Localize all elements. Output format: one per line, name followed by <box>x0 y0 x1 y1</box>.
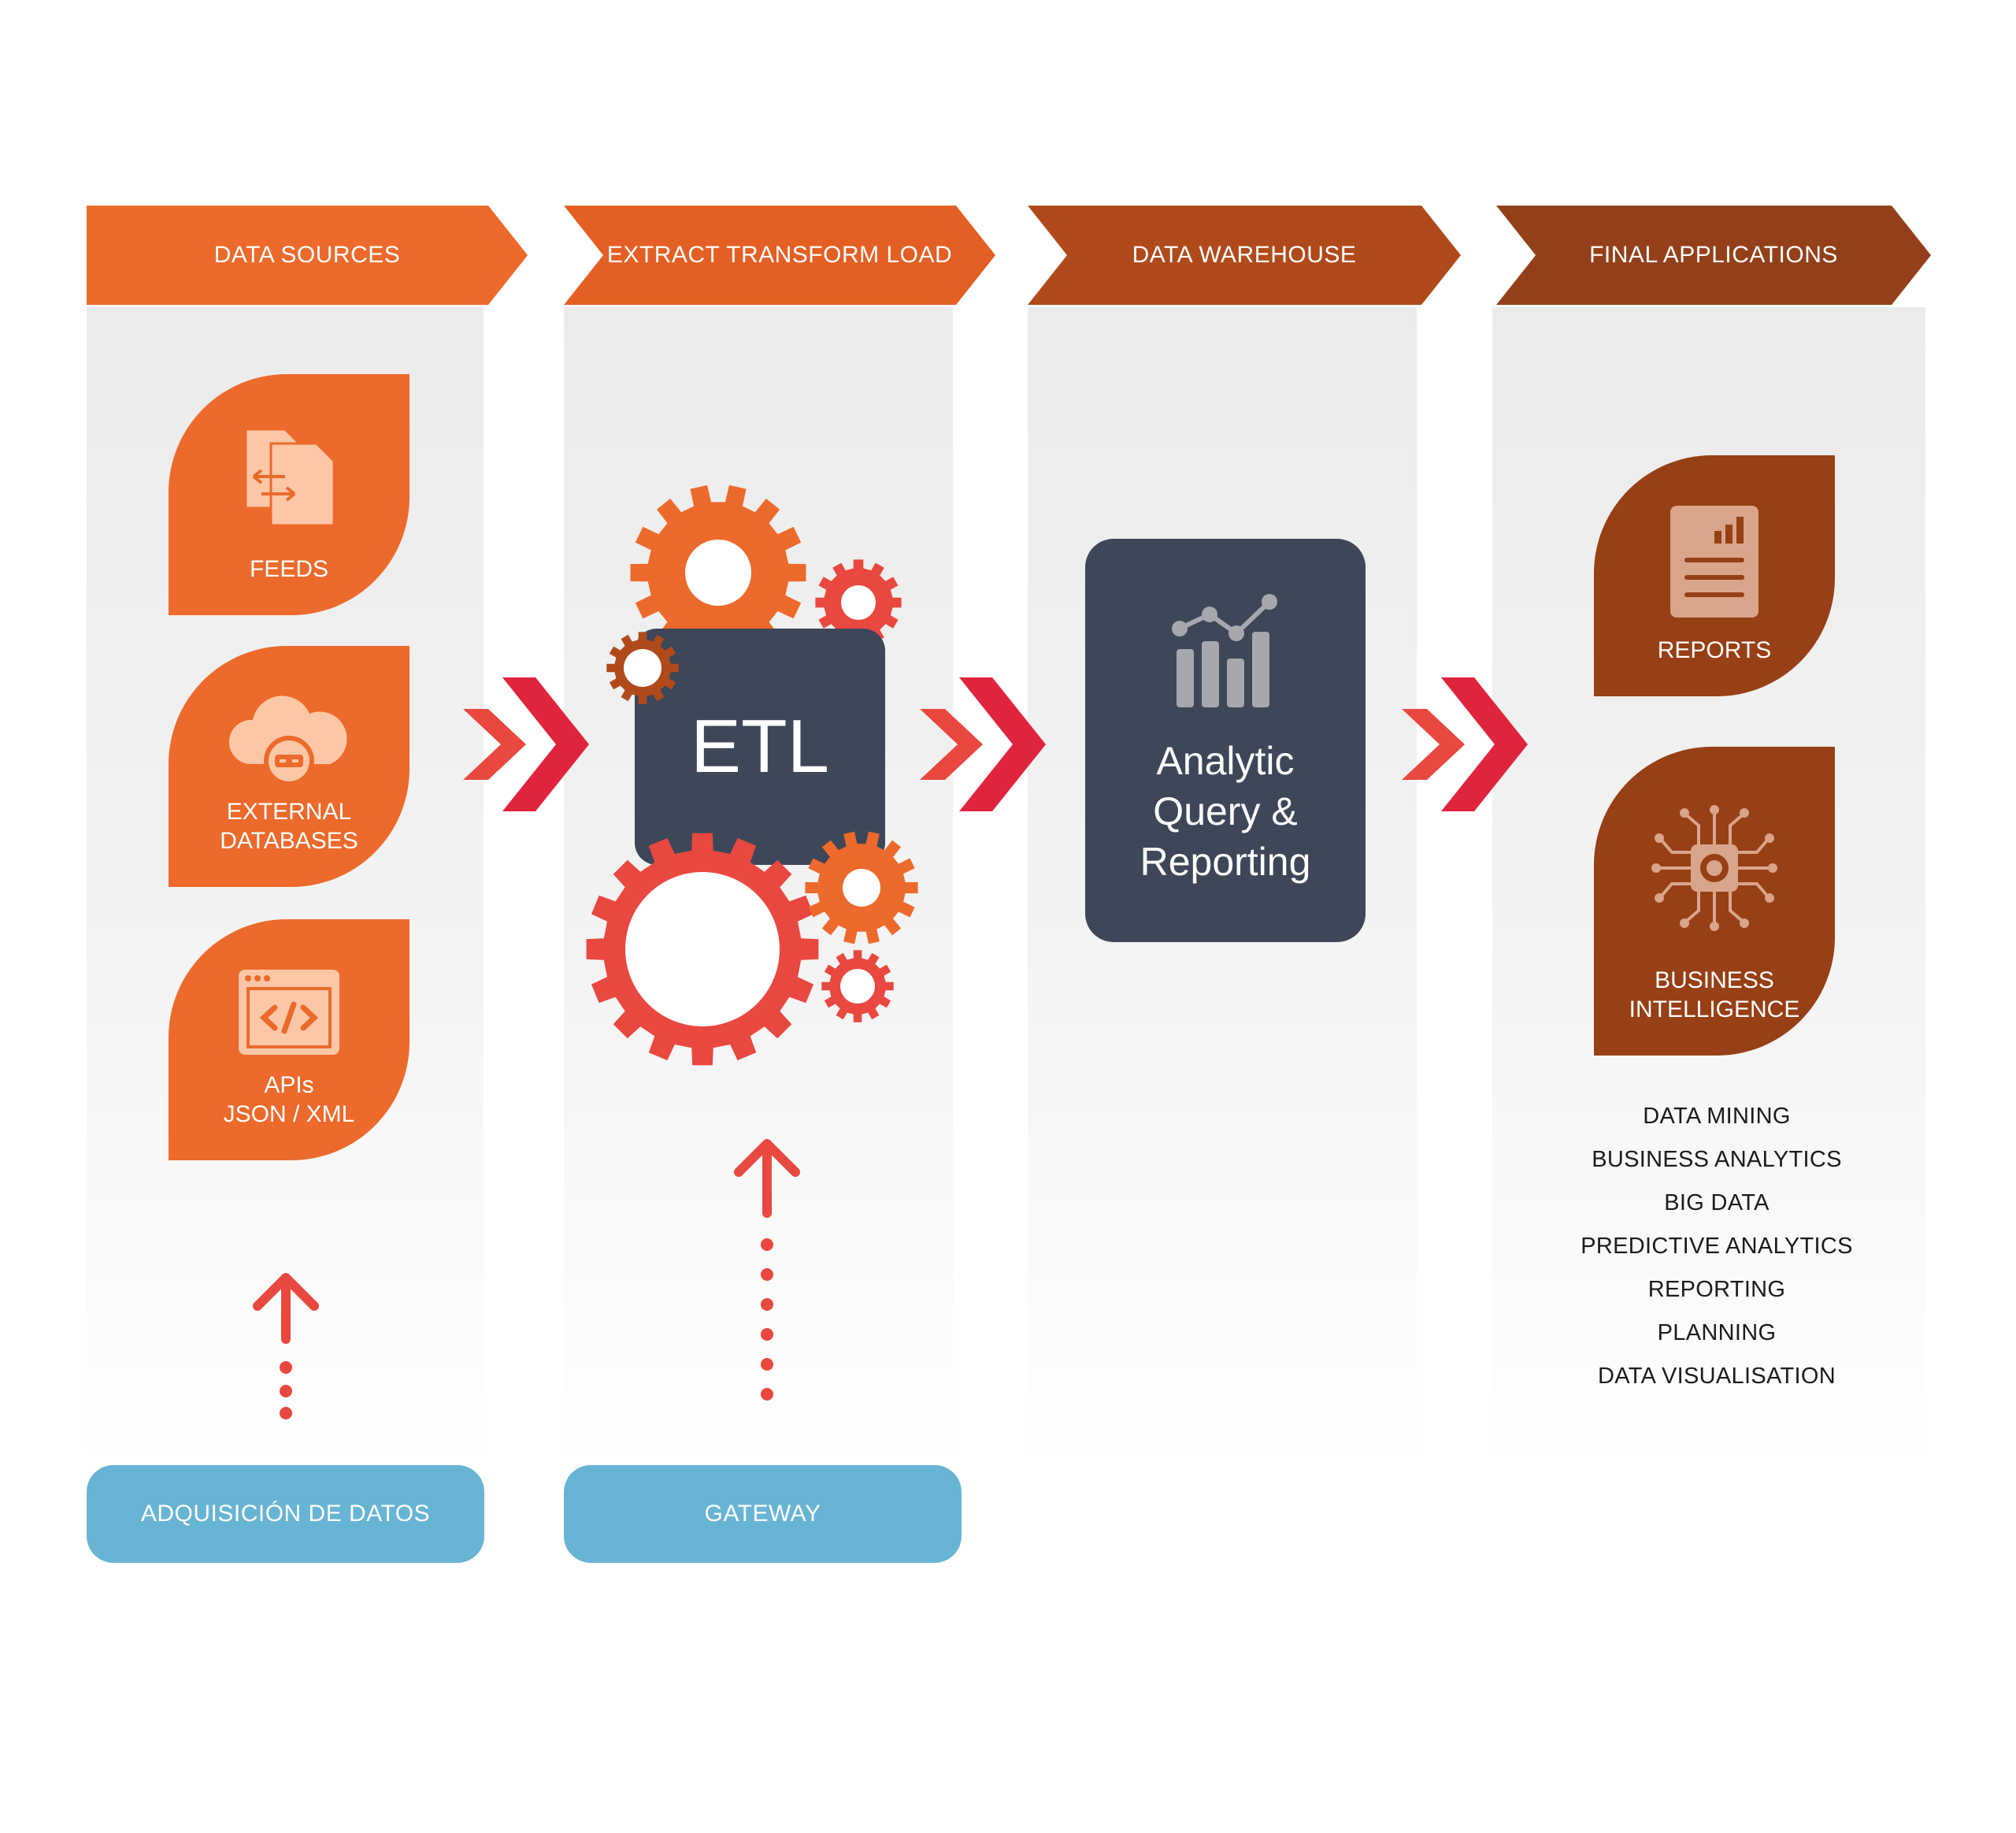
pill-label: GATEWAY <box>704 1501 821 1527</box>
app-reports: REPORTS <box>1594 455 1835 696</box>
gears-cluster <box>630 484 902 661</box>
header-label: DATA SOURCES <box>213 242 401 268</box>
up-arrow-gateway <box>734 1139 800 1401</box>
list-item: BIG DATA <box>1664 1190 1770 1215</box>
list-item: PREDICTIVE ANALYTICS <box>1581 1234 1853 1259</box>
header-data-sources: DATA SOURCES <box>87 206 528 305</box>
header-label: FINAL APPLICATIONS <box>1589 242 1838 268</box>
report-icon <box>1670 506 1758 618</box>
list-item: PLANNING <box>1657 1320 1777 1345</box>
cloud-database-icon <box>228 696 347 786</box>
analytic-query-box: Analytic Query & Reporting <box>1085 539 1366 942</box>
etl-label: ETL <box>690 704 830 788</box>
gears-front <box>586 632 918 1066</box>
chevron-arrow-2 <box>920 677 1046 811</box>
chevron-arrow-1 <box>463 677 589 811</box>
header-final-applications: FINAL APPLICATIONS <box>1496 206 1931 305</box>
app-label: BUSINESS INTELLIGENCE <box>1629 967 1800 1022</box>
list-item: BUSINESS ANALYTICS <box>1592 1147 1842 1172</box>
chevron-arrow-3 <box>1402 677 1528 811</box>
bar-line-chart-icon <box>1172 594 1277 707</box>
gear-icon <box>586 833 819 1066</box>
header-label: DATA WAREHOUSE <box>1132 242 1357 268</box>
source-label: EXTERNAL DATABASES <box>220 799 358 854</box>
gear-icon <box>815 559 902 646</box>
analytic-query-label: Analytic Query & Reporting <box>1140 739 1311 884</box>
applications-list: DATA MINING BUSINESS ANALYTICS BIG DATA … <box>1496 1095 1937 1398</box>
app-label: REPORTS <box>1657 637 1772 663</box>
gear-icon <box>630 484 806 661</box>
list-item: DATA VISUALISATION <box>1598 1364 1836 1389</box>
app-business-intelligence: BUSINESS INTELLIGENCE <box>1594 747 1835 1056</box>
list-item: REPORTING <box>1647 1277 1786 1302</box>
gear-icon <box>821 950 894 1022</box>
source-feeds: FEEDS <box>169 374 410 615</box>
gear-icon <box>805 831 918 944</box>
header-etl: EXTRACT TRANSFORM LOAD <box>564 206 995 305</box>
pill-adquisicion: ADQUISICIÓN DE DATOS <box>87 1465 484 1563</box>
pill-gateway: GATEWAY <box>564 1465 962 1563</box>
up-arrow-acquisition <box>253 1273 319 1419</box>
chip-circuit-icon <box>1651 805 1777 931</box>
source-label: FEEDS <box>249 556 329 582</box>
header-label: EXTRACT TRANSFORM LOAD <box>606 242 953 268</box>
pill-label: ADQUISICIÓN DE DATOS <box>140 1501 431 1527</box>
source-apis: APIs JSON / XML <box>169 919 410 1160</box>
header-data-warehouse: DATA WAREHOUSE <box>1028 206 1461 305</box>
source-label: APIs JSON / XML <box>223 1072 355 1127</box>
code-window-icon <box>239 970 339 1055</box>
list-item: DATA MINING <box>1643 1104 1791 1129</box>
gear-icon <box>606 632 679 704</box>
feeds-icon <box>244 428 335 527</box>
source-external-databases: EXTERNAL DATABASES <box>169 646 410 887</box>
